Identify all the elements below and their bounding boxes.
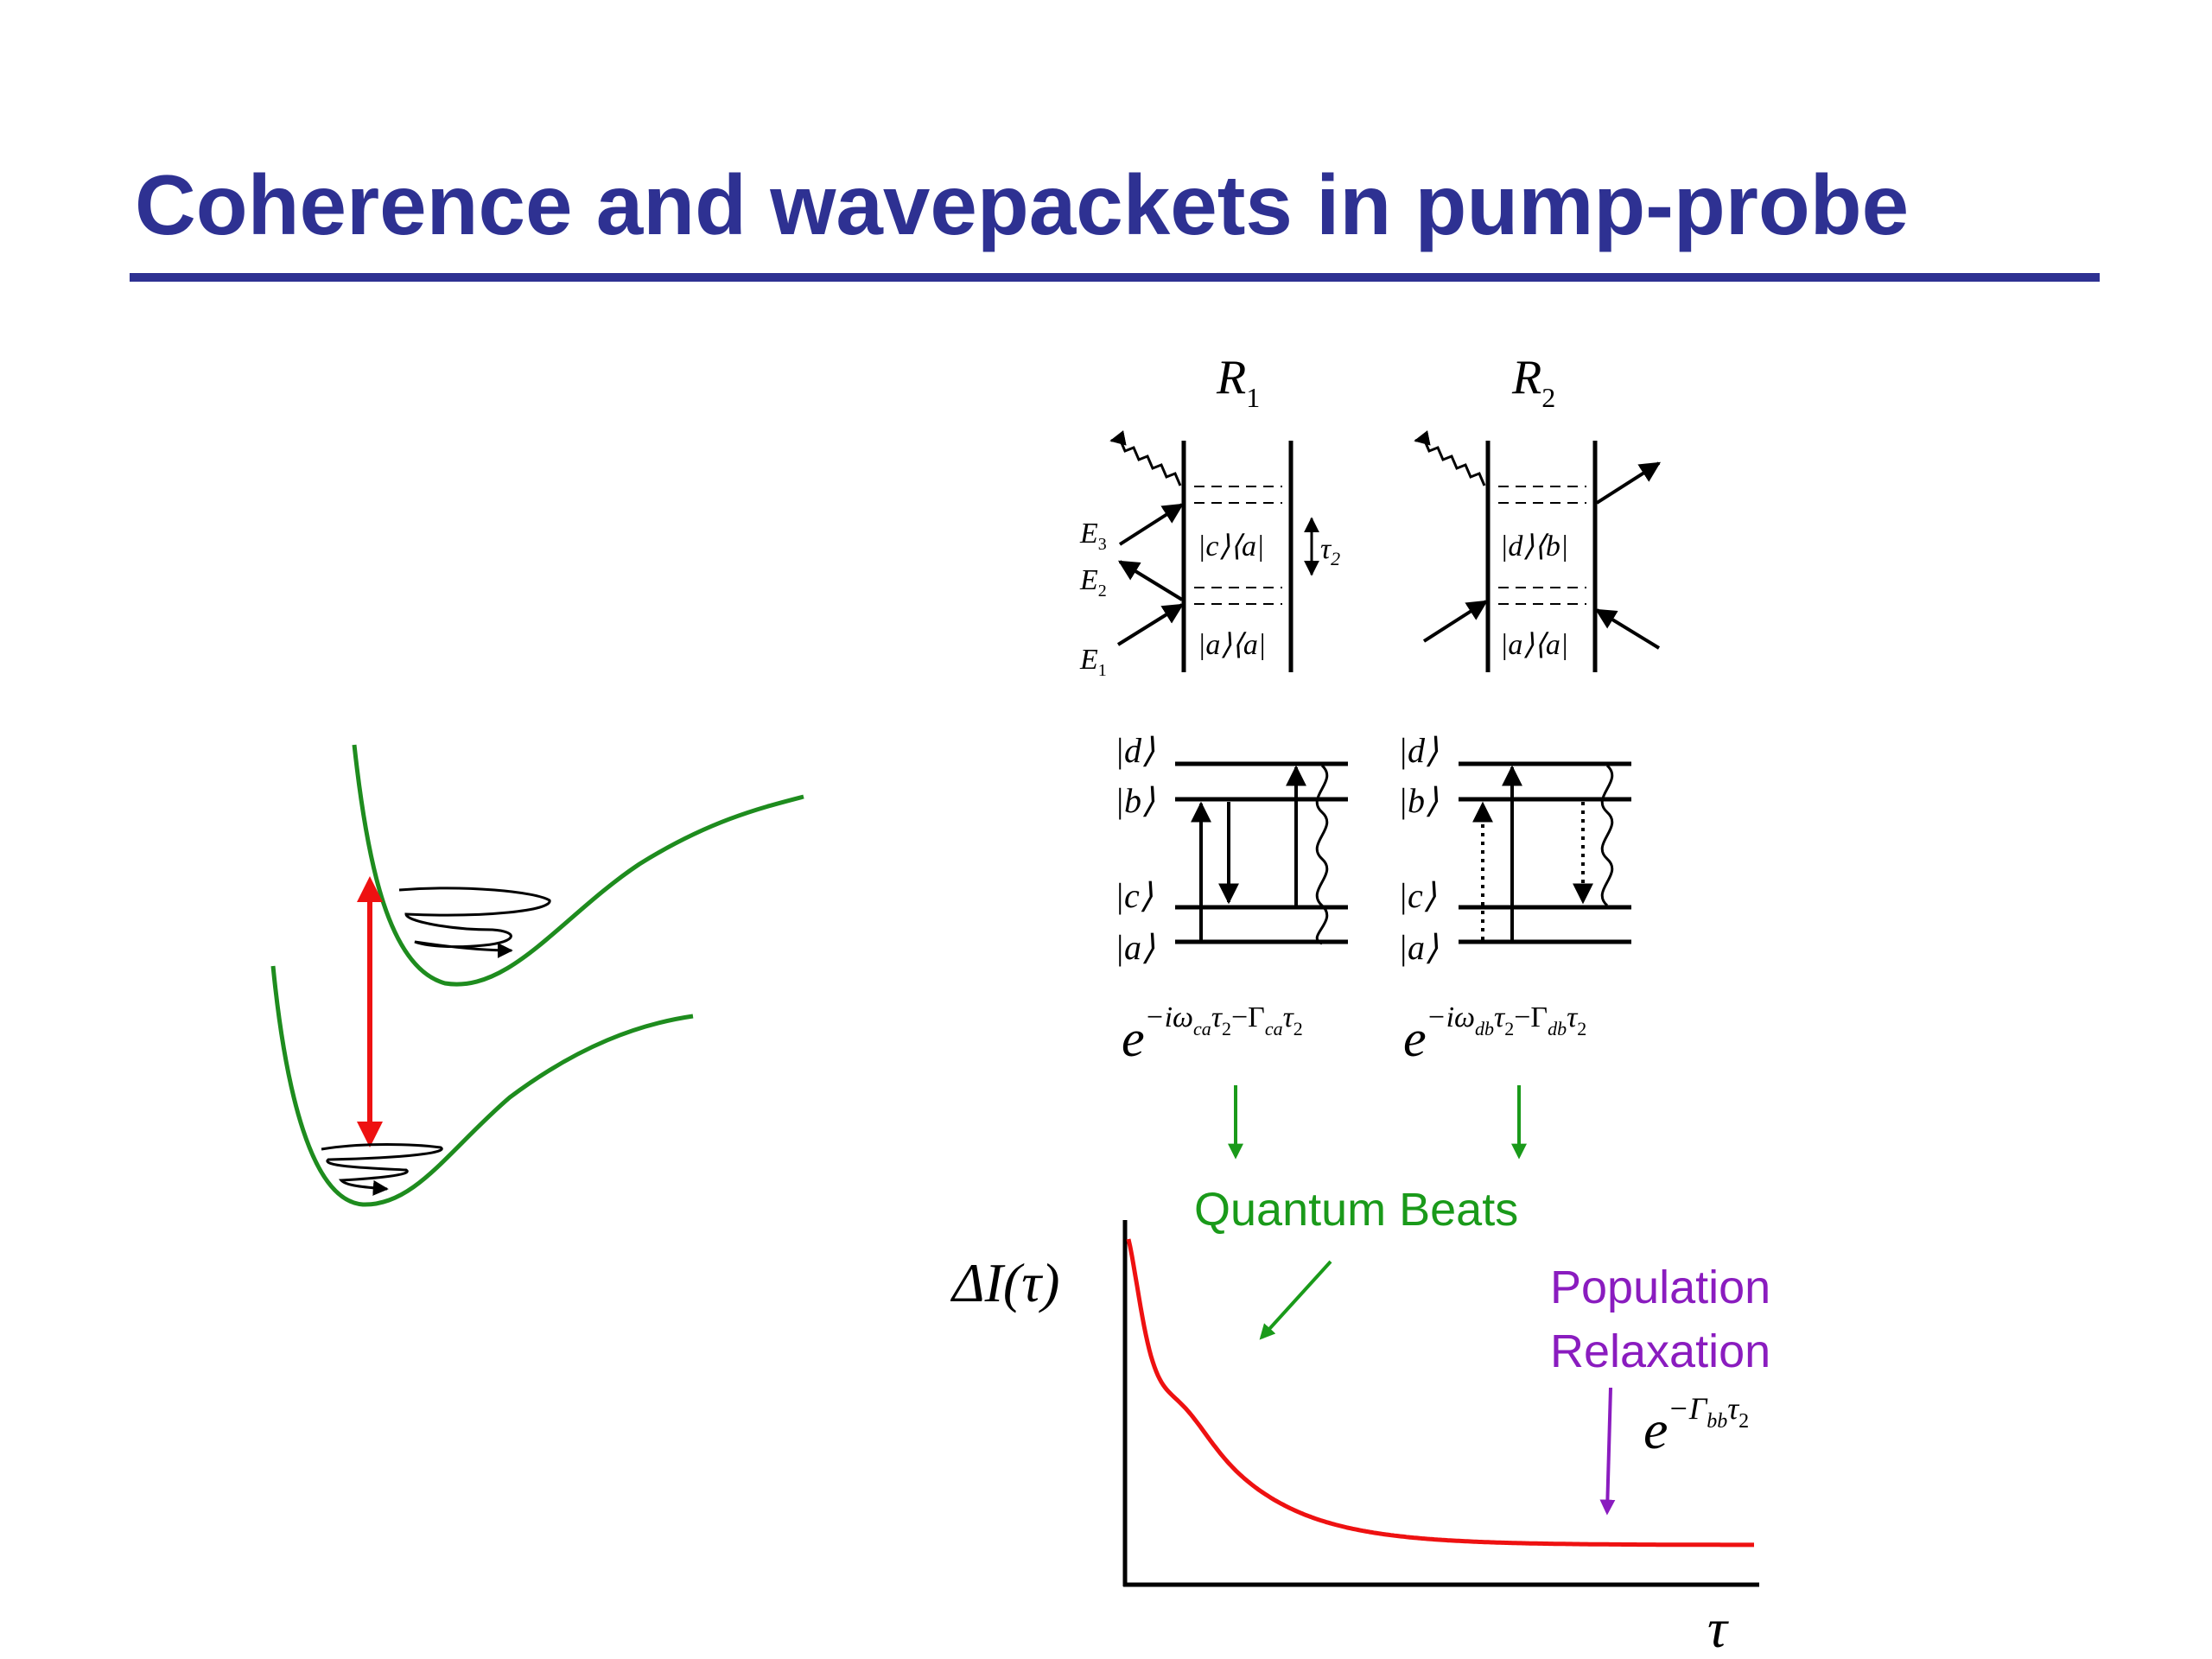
energy-levels-left: |d⟩ |b⟩ |c⟩ |a⟩ — [1115, 731, 1348, 967]
level-b-label-left: |b⟩ — [1115, 781, 1155, 820]
r1-lower-density-state: |a⟩⟨a| — [1198, 629, 1266, 661]
feynman-diagram-r2: R2 |d⟩⟨b| |a⟩⟨a| — [1414, 351, 1662, 672]
excited-state-potential-curve — [352, 744, 804, 987]
energy-levels-right: |d⟩ |b⟩ |c⟩ |a⟩ — [1398, 731, 1631, 967]
title-rule — [130, 273, 2100, 282]
signal-plot: ΔI(τ) τ — [950, 1220, 1759, 1659]
coherence-factor-left: e−iωcaτ2−Γcaτ2 — [1122, 1001, 1303, 1067]
level-d-label-left: |d⟩ — [1115, 731, 1155, 770]
slide-title: Coherence and wavepackets in pump-probe — [135, 157, 1910, 252]
pump-probe-signal-curve — [1126, 1238, 1754, 1548]
r2-lower-density-state: |a⟩⟨a| — [1500, 629, 1568, 661]
potential-energy-surfaces — [270, 744, 804, 1207]
level-b-label-right: |b⟩ — [1398, 781, 1439, 820]
r1-field-e2-arrow — [1117, 560, 1184, 601]
population-relaxation-arrow — [1599, 1387, 1616, 1516]
r1-field-e3-label: E3 — [1079, 518, 1107, 554]
signal-x-axis-label: τ — [1707, 1598, 1729, 1659]
r2-label: R2 — [1511, 351, 1555, 413]
level-c-label-right: |c⟩ — [1398, 876, 1437, 915]
r2-right-outgoing-arrow — [1595, 461, 1662, 505]
r2-upper-density-state: |d⟩⟨b| — [1500, 531, 1568, 563]
level-c-label-left: |c⟩ — [1115, 876, 1154, 915]
population-decay-factor: e−Γbbτ2 — [1643, 1391, 1749, 1460]
emission-wavy-line-right — [1600, 764, 1614, 907]
population-label-line2: Relaxation — [1550, 1325, 1770, 1377]
r1-field-e2-label: E2 — [1079, 564, 1107, 601]
r1-field-e3-arrow — [1118, 503, 1185, 546]
population-label-line1: Population — [1550, 1262, 1770, 1313]
quantum-beats-label: Quantum Beats — [1194, 1184, 1518, 1236]
r2-left-incoming-arrow — [1422, 600, 1489, 643]
r1-field-e1-arrow — [1116, 603, 1185, 646]
r1-field-e1-label: E1 — [1079, 644, 1107, 680]
level-a-label-right: |a⟩ — [1398, 928, 1439, 967]
signal-y-axis-label: ΔI(τ) — [950, 1252, 1059, 1313]
ground-state-potential-curve — [270, 965, 694, 1207]
excited-wavepacket-oscillation — [398, 887, 551, 958]
r1-delay-label: τ2 — [1320, 533, 1340, 569]
emission-wavy-line-left — [1315, 764, 1329, 945]
coherence-factor-right: e−iωdbτ2−Γdbτ2 — [1403, 1001, 1586, 1067]
r1-upper-density-state: |c⟩⟨a| — [1198, 531, 1264, 563]
r1-label: R1 — [1216, 351, 1260, 413]
quantum-beats-pointer-arrow — [1259, 1260, 1332, 1340]
level-a-label-left: |a⟩ — [1115, 928, 1155, 967]
r2-right-incoming-arrow — [1594, 608, 1661, 650]
r1-signal-emission-wavy-arrow — [1109, 429, 1182, 486]
feynman-diagram-r1: R1 |c⟩⟨a| |a⟩⟨a| τ2 E3 E2 E1 — [1079, 351, 1340, 680]
ground-wavepacket-oscillation — [321, 1143, 443, 1196]
r2-signal-emission-wavy-arrow — [1414, 429, 1486, 486]
level-d-label-right: |d⟩ — [1398, 731, 1439, 770]
